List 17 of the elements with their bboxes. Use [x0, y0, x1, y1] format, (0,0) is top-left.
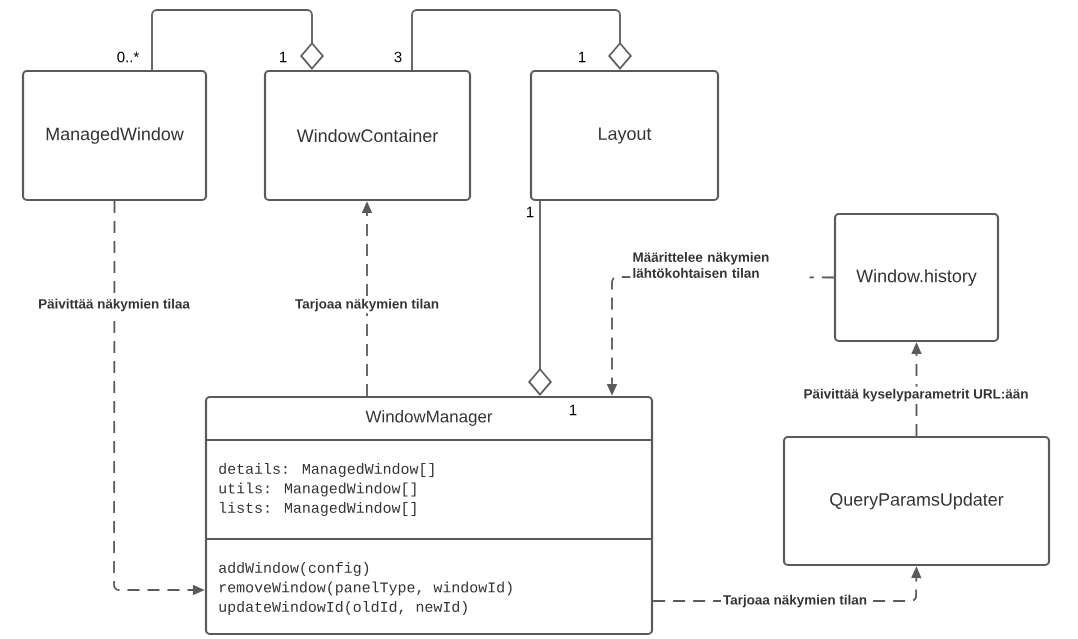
class-box: WindowContainer: [263, 69, 472, 202]
edge-label: Tarjoaa näkymien tilan: [293, 296, 441, 314]
connector: [151, 9, 324, 71]
connector: [411, 9, 632, 71]
edge-label: Päivittää näkymien tilaa: [36, 296, 192, 314]
class-box: QueryParamsUpdater: [782, 435, 1051, 567]
connector: [528, 200, 552, 396]
multiplicity-label: 3: [394, 51, 402, 63]
class-box: ManagedWindow: [21, 69, 208, 202]
multiplicity-label: 1: [527, 206, 534, 218]
edge-label: Tarjoaa näkymien tilan: [721, 592, 869, 610]
edge-label: Määrittelee näkymien lähtökohtaisen tilan: [630, 250, 810, 280]
edge-label: Päivittää kyselyparametrit URL:ään: [801, 386, 1031, 404]
multiplicity-label: 1: [570, 404, 577, 416]
multiplicity-label: 0..*: [117, 51, 139, 63]
class-box: Window.history: [833, 212, 1000, 343]
class-box: Layout: [529, 69, 720, 202]
